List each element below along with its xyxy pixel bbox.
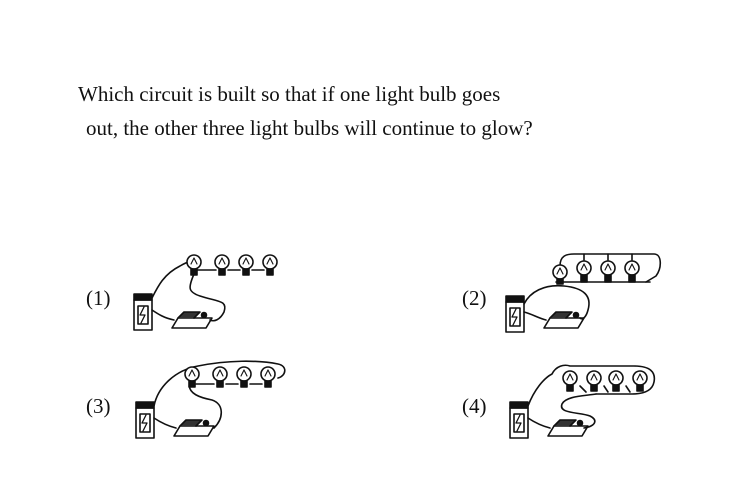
light-bulb-icon xyxy=(185,367,199,387)
wire xyxy=(189,382,221,428)
switch-icon xyxy=(544,312,584,328)
wire xyxy=(152,262,194,298)
wire xyxy=(524,312,546,320)
light-bulb-icon xyxy=(625,261,639,282)
light-bulb-icon xyxy=(239,255,253,275)
wire xyxy=(560,254,660,282)
wire xyxy=(524,286,589,319)
light-bulb-icon xyxy=(633,371,647,391)
light-bulb-icon xyxy=(609,371,623,391)
light-bulb-icon xyxy=(577,261,591,282)
light-bulb-icon xyxy=(553,265,567,284)
switch-icon xyxy=(174,420,214,436)
light-bulb-icon xyxy=(261,367,275,387)
wire xyxy=(528,418,550,428)
wire xyxy=(562,394,596,428)
question-line-1: Which circuit is built so that if one li… xyxy=(78,82,501,106)
light-bulb-icon xyxy=(563,371,577,391)
light-bulb-icon xyxy=(213,367,227,387)
circuit-diagram-4[interactable] xyxy=(504,356,684,440)
battery-icon xyxy=(136,402,154,438)
light-bulb-icon xyxy=(601,261,615,282)
wire xyxy=(190,274,225,321)
battery-icon xyxy=(506,296,524,332)
battery-icon xyxy=(510,402,528,438)
light-bulb-icon xyxy=(587,371,601,391)
option-4-label[interactable]: (4) xyxy=(462,394,487,418)
light-bulb-icon xyxy=(215,255,229,275)
option-1-label[interactable]: (1) xyxy=(86,286,111,310)
circuit-diagram-2[interactable] xyxy=(504,248,684,332)
wire xyxy=(580,386,630,392)
question-text: Which circuit is built so that if one li… xyxy=(78,77,598,145)
circuit-diagram-1[interactable] xyxy=(128,248,308,332)
light-bulb-icon xyxy=(263,255,277,275)
wire xyxy=(528,365,654,406)
switch-icon xyxy=(172,312,212,328)
question-line-2: out, the other three light bulbs will co… xyxy=(86,116,533,140)
wire xyxy=(584,254,632,260)
wire xyxy=(154,418,176,428)
light-bulb-icon xyxy=(237,367,251,387)
light-bulb-icon xyxy=(187,255,201,275)
option-2-label[interactable]: (2) xyxy=(462,286,487,310)
wire xyxy=(154,361,285,406)
switch-icon xyxy=(548,420,588,436)
wire xyxy=(152,310,174,320)
option-3-label[interactable]: (3) xyxy=(86,394,111,418)
battery-icon xyxy=(134,294,152,330)
circuit-diagram-3[interactable] xyxy=(128,356,308,440)
